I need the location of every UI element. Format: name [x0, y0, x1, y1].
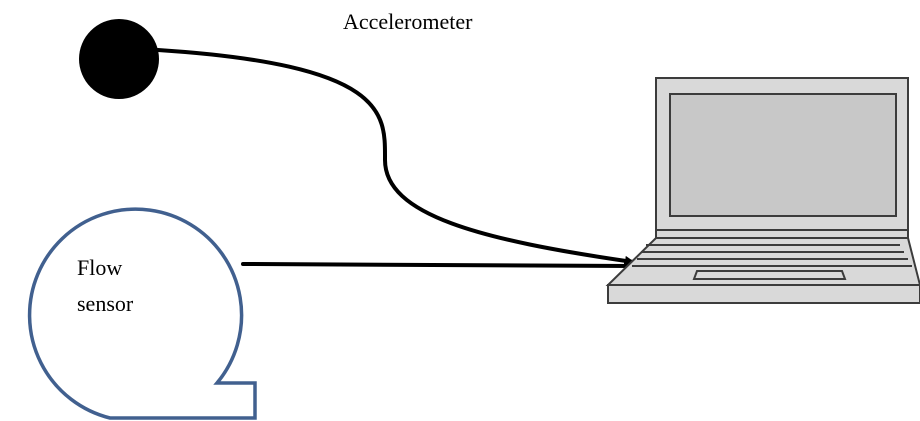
- accelerometer-icon: [79, 19, 159, 99]
- flow-sensor-label-line2: sensor: [77, 291, 134, 316]
- flow-sensor-label: Flow sensor: [77, 250, 133, 322]
- laptop-base: [607, 284, 920, 304]
- laptop-icon: [605, 77, 920, 304]
- flow-sensor-cable: [241, 260, 634, 271]
- flow-sensor-label-line1: Flow: [77, 255, 123, 280]
- accelerometer-label: Accelerometer: [343, 9, 473, 34]
- accelerometer-cable: [156, 48, 635, 266]
- laptop-touchpad: [692, 270, 847, 280]
- laptop-hinge: [655, 229, 909, 239]
- laptop-screen: [669, 93, 897, 217]
- flow-sensor-icon: [27, 207, 257, 420]
